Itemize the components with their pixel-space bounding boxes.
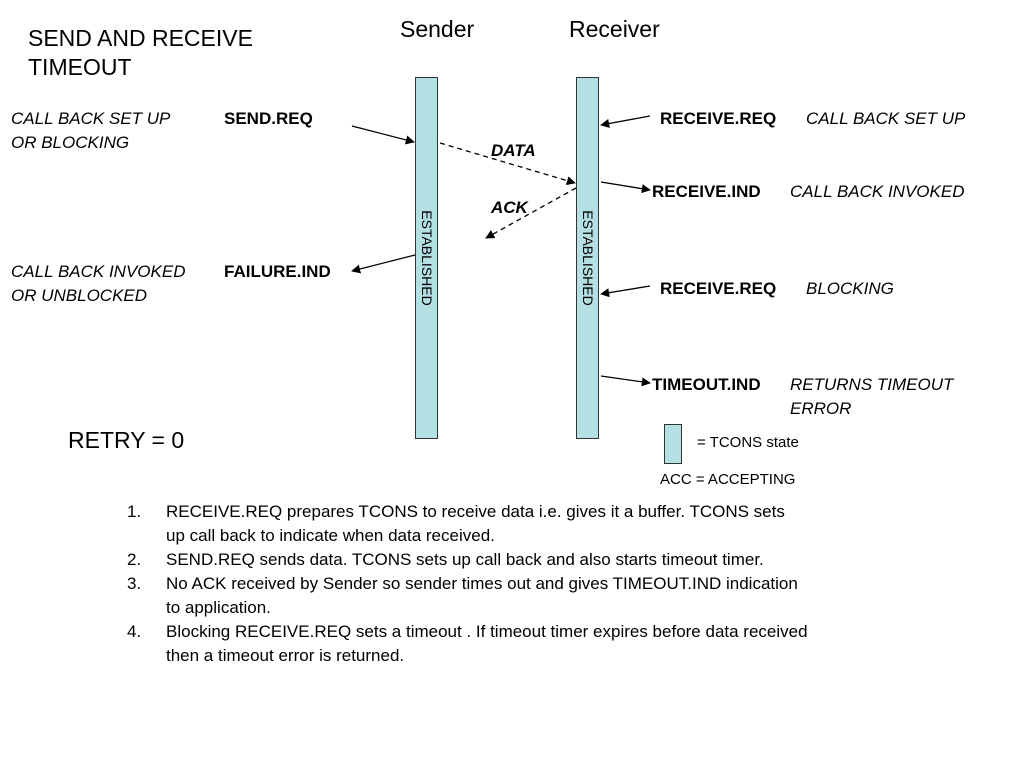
failure-ind-note: CALL BACK INVOKED OR UNBLOCKED: [11, 260, 185, 308]
ack-message-arrow: [485, 187, 577, 239]
tcons-state-swatch: [664, 424, 682, 464]
list-item: 2. SEND.REQ sends data. TCONS sets up ca…: [127, 548, 927, 572]
data-message-arrow: [439, 142, 576, 186]
failure-ind-note-line-2: OR UNBLOCKED: [11, 286, 148, 305]
receiver-timeline-bar: ESTABLISHED: [576, 77, 599, 439]
send-req-label: SEND.REQ: [224, 109, 313, 128]
failure-ind-label: FAILURE.IND: [224, 262, 331, 281]
list-item: 4. Blocking RECEIVE.REQ sets a timeout .…: [127, 620, 927, 668]
title-line-1: SEND AND RECEIVE: [28, 25, 253, 51]
receive-ind-note: CALL BACK INVOKED: [790, 182, 965, 201]
list-item-number: 1.: [127, 502, 142, 521]
timeout-ind-note-line-2: ERROR: [790, 399, 852, 418]
legend-state-label: = TCONS state: [697, 434, 799, 451]
list-item-number: 4.: [127, 622, 142, 641]
list-item: 3. No ACK received by Sender so sender t…: [127, 572, 927, 620]
title-line-2: TIMEOUT: [28, 54, 132, 80]
sender-timeline-bar: ESTABLISHED: [415, 77, 438, 439]
list-item-line-2: then a timeout error is returned.: [166, 646, 405, 665]
send-req-note: CALL BACK SET UP OR BLOCKING: [11, 107, 170, 155]
send-req-note-line-1: CALL BACK SET UP: [11, 109, 171, 128]
receive-ind-arrow: [600, 181, 651, 194]
sender-heading: Sender: [400, 16, 475, 42]
legend-acc-label: ACC = ACCEPTING: [660, 471, 796, 488]
explanation-list: 1. RECEIVE.REQ prepares TCONS to receive…: [127, 500, 927, 668]
list-item-line-1: RECEIVE.REQ prepares TCONS to receive da…: [166, 502, 785, 521]
receive-req-arrow-1: [600, 115, 651, 128]
timeout-ind-label: TIMEOUT.IND: [652, 375, 761, 394]
timeout-ind-note-line-1: RETURNS TIMEOUT: [790, 375, 954, 394]
list-item: 1. RECEIVE.REQ prepares TCONS to receive…: [127, 500, 927, 548]
receive-req-note-1: CALL BACK SET UP: [806, 109, 966, 128]
page-title: SEND AND RECEIVE TIMEOUT: [28, 24, 253, 82]
receive-req-label-2: RECEIVE.REQ: [660, 279, 777, 298]
receive-req-note-2: BLOCKING: [806, 279, 894, 298]
list-item-number: 2.: [127, 550, 142, 569]
list-item-line-1: Blocking RECEIVE.REQ sets a timeout . If…: [166, 622, 808, 641]
list-item-line-2: up call back to indicate when data recei…: [166, 526, 495, 545]
receiver-heading: Receiver: [569, 16, 660, 42]
receive-req-arrow-2: [600, 285, 651, 298]
list-item-line-1: SEND.REQ sends data. TCONS sets up call …: [166, 550, 764, 569]
list-item-line-2: to application.: [166, 598, 271, 617]
receive-ind-label: RECEIVE.IND: [652, 182, 761, 201]
data-message-label: DATA: [491, 141, 536, 160]
list-item-line-1: No ACK received by Sender so sender time…: [166, 574, 798, 593]
timeout-ind-note: RETURNS TIMEOUT ERROR: [790, 373, 953, 421]
retry-value: RETRY = 0: [68, 427, 185, 453]
list-item-number: 3.: [127, 574, 142, 593]
ack-message-label: ACK: [491, 198, 528, 217]
send-req-note-line-2: OR BLOCKING: [11, 133, 130, 152]
failure-ind-arrow: [351, 254, 416, 274]
timeout-ind-arrow: [600, 375, 651, 387]
failure-ind-note-line-1: CALL BACK INVOKED: [11, 262, 186, 281]
receive-req-label-1: RECEIVE.REQ: [660, 109, 777, 128]
send-req-arrow: [351, 125, 415, 145]
